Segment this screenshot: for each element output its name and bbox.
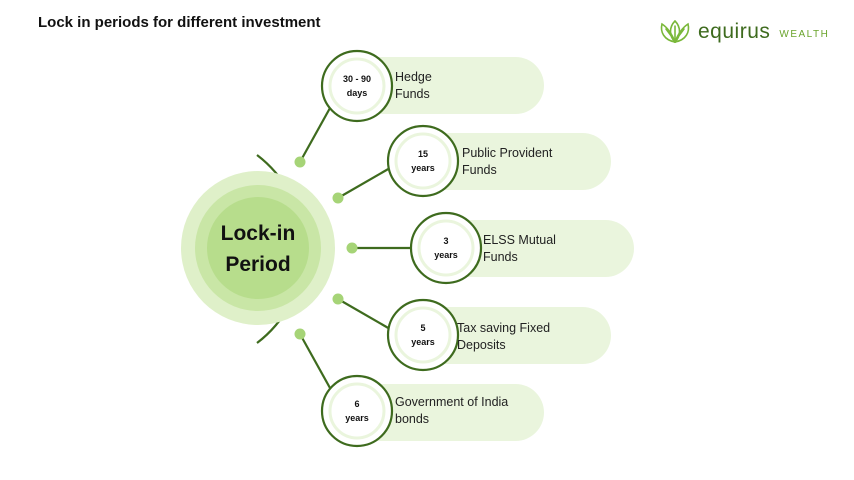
label-public-provident-funds: Public Provident Funds [462,145,552,179]
badge-unit: years [434,250,458,260]
badge-unit: years [345,413,369,423]
center-label-line1: Lock-in [220,222,296,245]
label-line: Funds [395,87,430,101]
badge-tax-saving-fd [386,298,460,372]
center-circle [181,171,335,325]
logo-subtitle: WEALTH [779,28,830,40]
center-label-line2: Period [225,253,291,276]
badge-govt-bonds [320,374,394,448]
badge-unit: years [411,337,435,347]
badge-text-bonds: 6 years [327,397,387,425]
label-line: Funds [483,250,518,264]
pill-tax-saving-fd [413,307,611,364]
badge-value: 5 [420,323,426,333]
label-line: Tax saving Fixed [457,321,551,335]
badge-hedge-funds [320,49,394,123]
label-line: ELSS Mutual [483,233,556,247]
label-line: Government of India [395,395,509,409]
label-line: Funds [462,163,497,177]
badge-text-hedge: 30 - 90 days [327,72,387,100]
label-tax-saving-fd: Tax saving Fixed Deposits [457,320,550,354]
leaf-icon [660,20,690,44]
label-hedge-funds: Hedge Funds [395,69,432,103]
center-label: Lock-in Period [188,218,328,280]
badge-unit: days [346,88,368,98]
badge-text-fd: 5 years [393,321,453,349]
pill-hedge-funds [346,57,544,114]
badge-elss-mutual-funds [409,211,483,285]
badge-unit: years [411,163,435,173]
badge-text-elss: 3 years [416,234,476,262]
label-line: Deposits [457,338,506,352]
badge-value: 15 [417,149,428,159]
badge-public-provident-funds [386,124,460,198]
label-elss-mutual-funds: ELSS Mutual Funds [483,232,556,266]
badge-text-ppf: 15 years [393,147,453,175]
pill-govt-bonds [346,384,544,441]
badge-value: 6 [354,399,360,409]
label-line: Public Provident [462,146,553,160]
label-line: bonds [395,412,430,426]
connector-lines [299,107,412,389]
equirus-wealth-logo: equirus WEALTH [658,20,829,44]
connector-nodes [294,156,358,340]
page-title: Lock in periods for different investment [38,14,321,31]
badge-value: 30 - 90 [342,74,372,84]
pill-public-provident-funds [413,133,611,190]
logo-brand: equirus [698,20,771,43]
label-line: Hedge [395,70,432,84]
label-govt-bonds: Government of India bonds [395,394,508,428]
pill-elss-mutual-funds [437,220,634,277]
badge-value: 3 [443,236,449,246]
